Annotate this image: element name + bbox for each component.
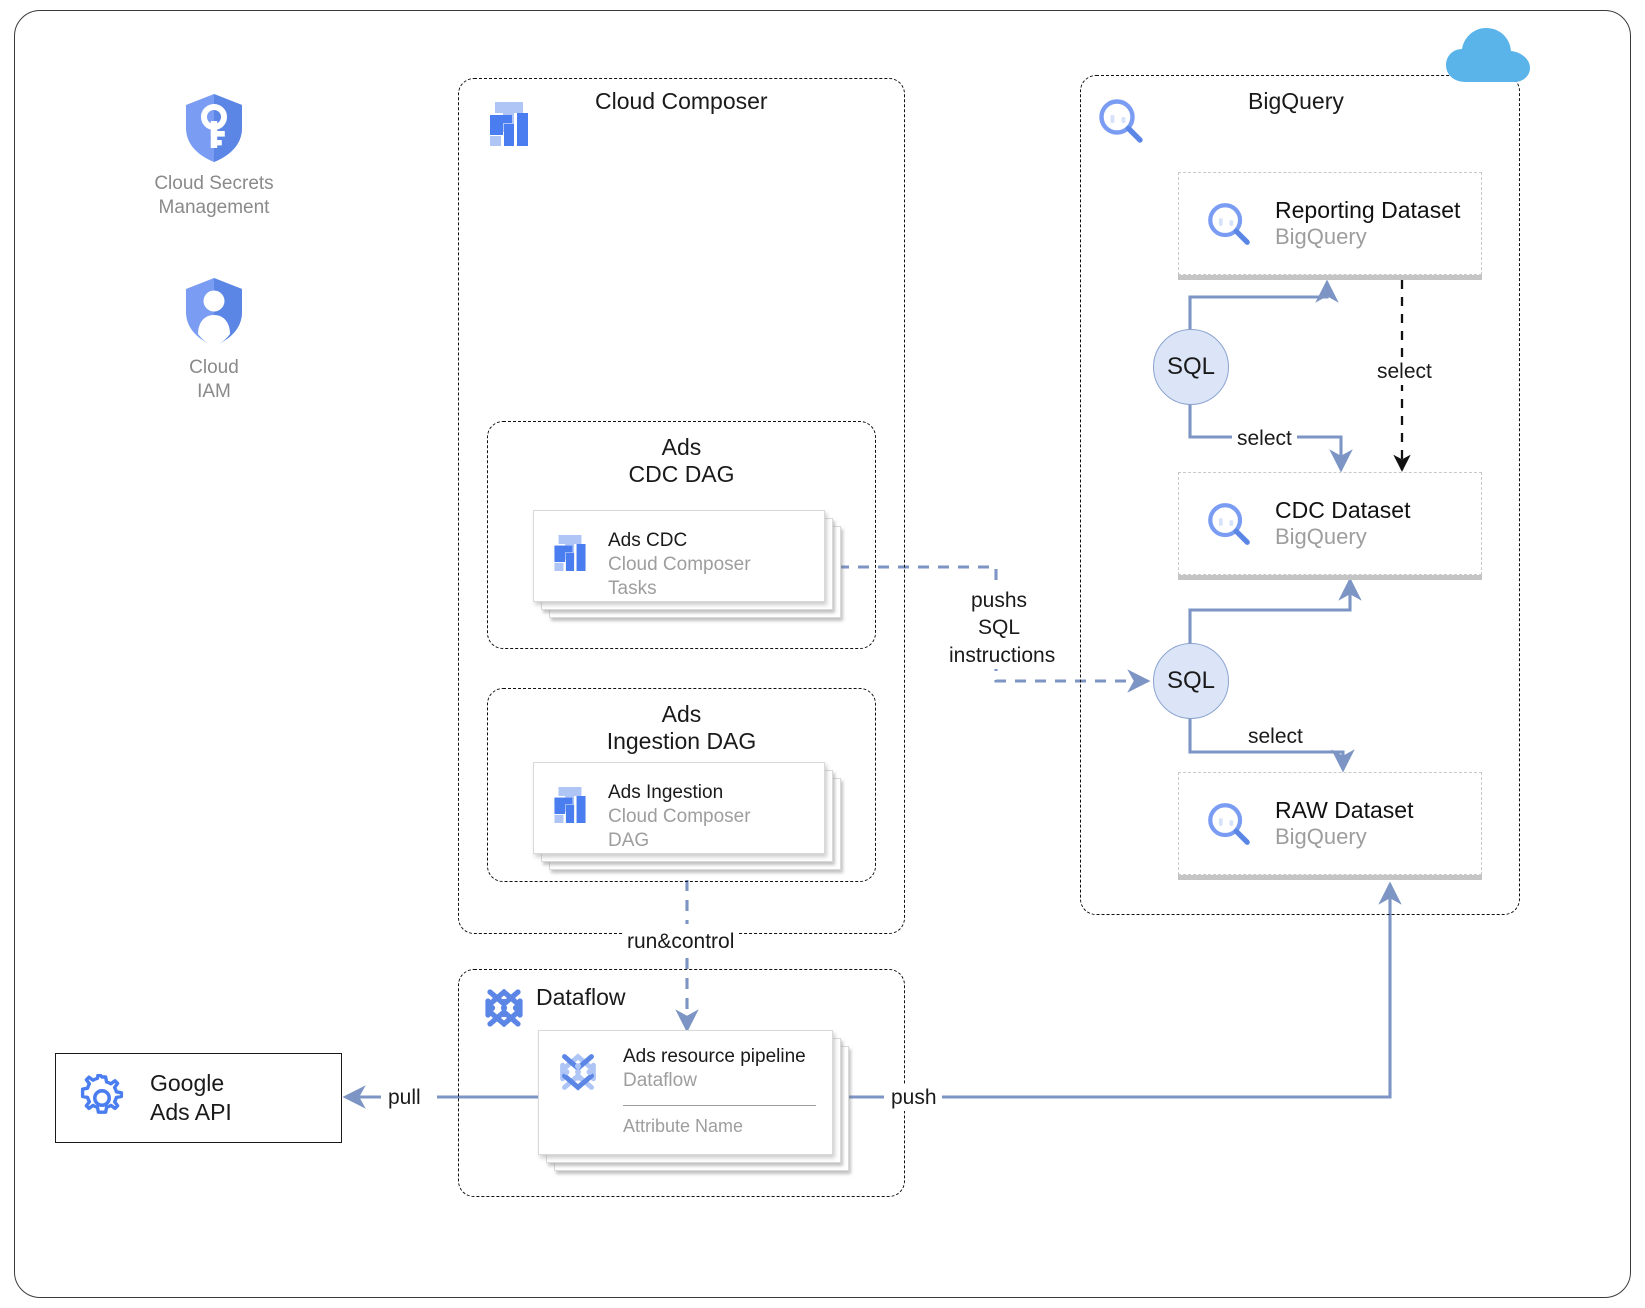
card-divider	[623, 1105, 816, 1107]
group-title-ads-ingestion-dag: Ads Ingestion DAG	[606, 701, 757, 755]
card-subtitle: Cloud Composer	[608, 554, 751, 576]
dataflow-icon	[560, 1053, 596, 1091]
dataset-subtitle: BigQuery	[1275, 524, 1367, 550]
edge-label-pushs-sql-instructions: pushs SQL instructions	[944, 587, 1055, 669]
group-title-ads-cdc-dag: Ads CDC DAG	[628, 434, 735, 488]
edge-label-run-control: run&control	[622, 928, 740, 956]
group-bigquery	[1080, 75, 1520, 915]
group-title-bigquery: BigQuery	[1248, 88, 1344, 114]
dataset-title: CDC Dataset	[1275, 496, 1411, 523]
cloud-composer-icon	[554, 787, 586, 823]
dataset-subtitle: BigQuery	[1275, 224, 1367, 250]
dataset-raw[interactable]: RAW Dataset BigQuery	[1178, 772, 1482, 875]
dataflow-icon	[485, 988, 523, 1028]
dataset-text: RAW Dataset BigQuery	[1275, 797, 1413, 851]
group-title-cloud-composer: Cloud Composer	[595, 88, 768, 114]
dataset-text: Reporting Dataset BigQuery	[1275, 197, 1460, 251]
card-stack-sheet-1: Ads CDC Cloud Composer Tasks	[533, 510, 825, 602]
card-icon-wrapper	[553, 1047, 603, 1102]
card-attribute: Attribute Name	[623, 1116, 744, 1137]
cloud-icon	[1446, 28, 1530, 82]
google-ads-api-line1: Google	[150, 1070, 225, 1097]
card-subtitle: Cloud Composer	[608, 806, 751, 828]
cloud-composer-icon	[490, 102, 528, 146]
service-cloud-iam: Cloud IAM	[152, 276, 276, 404]
shield-key-icon	[186, 94, 242, 162]
dataset-subtitle: BigQuery	[1275, 824, 1367, 850]
gear-icon	[80, 1074, 124, 1114]
dataset-text: CDC Dataset BigQuery	[1275, 497, 1410, 551]
card-subtitle: Dataflow	[623, 1070, 697, 1092]
service-label: Cloud IAM	[189, 357, 239, 402]
bigquery-icon	[1208, 802, 1250, 845]
cloud-composer-icon	[554, 535, 586, 571]
card-subtitle-2: DAG	[608, 830, 650, 852]
edge-label-select-bottom: select	[1243, 723, 1308, 751]
card-title: Ads CDC	[608, 530, 688, 551]
group-title-dataflow: Dataflow	[536, 984, 626, 1010]
edge-label-select-top: select	[1232, 425, 1297, 453]
service-label: Cloud Secrets Management	[154, 173, 274, 218]
bigquery-icon	[1208, 202, 1250, 245]
google-ads-api-box[interactable]: Google Ads API	[55, 1053, 342, 1143]
edge-label-pull: pull	[383, 1084, 426, 1112]
sql-node-label: SQL	[1166, 667, 1216, 694]
card-ads-resource-pipeline[interactable]: Ads resource pipeline Dataflow Attribute…	[538, 1030, 849, 1171]
sql-node-label: SQL	[1166, 353, 1216, 380]
dataset-title: Reporting Dataset	[1275, 196, 1461, 223]
google-ads-api-label: Google Ads API	[150, 1069, 232, 1127]
card-ads-cdc[interactable]: Ads CDC Cloud Composer Tasks	[533, 510, 841, 618]
edge-label-push: push	[886, 1084, 942, 1112]
card-title: Ads Ingestion	[608, 782, 724, 803]
dataset-reporting[interactable]: Reporting Dataset BigQuery	[1178, 172, 1482, 275]
dataset-title: RAW Dataset	[1275, 796, 1414, 823]
group-ads-cdc-dag	[487, 421, 876, 649]
google-ads-api-line2: Ads API	[150, 1099, 232, 1125]
group-dataflow	[458, 969, 905, 1197]
sql-node-lower[interactable]: SQL	[1153, 643, 1229, 719]
bigquery-icon	[1208, 502, 1250, 545]
sql-node-upper[interactable]: SQL	[1153, 329, 1229, 405]
card-subtitle-2: Tasks	[608, 578, 657, 600]
group-ads-ingestion-dag	[487, 688, 876, 882]
card-icon-wrapper	[552, 785, 588, 830]
card-stack-sheet-1: Ads resource pipeline Dataflow Attribute…	[538, 1030, 833, 1155]
card-stack-sheet-1: Ads Ingestion Cloud Composer DAG	[533, 762, 825, 854]
card-title: Ads resource pipeline	[623, 1046, 806, 1067]
card-icon-wrapper	[552, 533, 588, 578]
bigquery-icon	[1099, 99, 1143, 143]
shield-person-icon	[186, 278, 242, 347]
dataset-cdc[interactable]: CDC Dataset BigQuery	[1178, 472, 1482, 575]
service-cloud-secrets-management: Cloud Secrets Management	[152, 92, 276, 220]
edge-label-select-right: select	[1372, 358, 1437, 386]
card-ads-ingestion[interactable]: Ads Ingestion Cloud Composer DAG	[533, 762, 841, 870]
